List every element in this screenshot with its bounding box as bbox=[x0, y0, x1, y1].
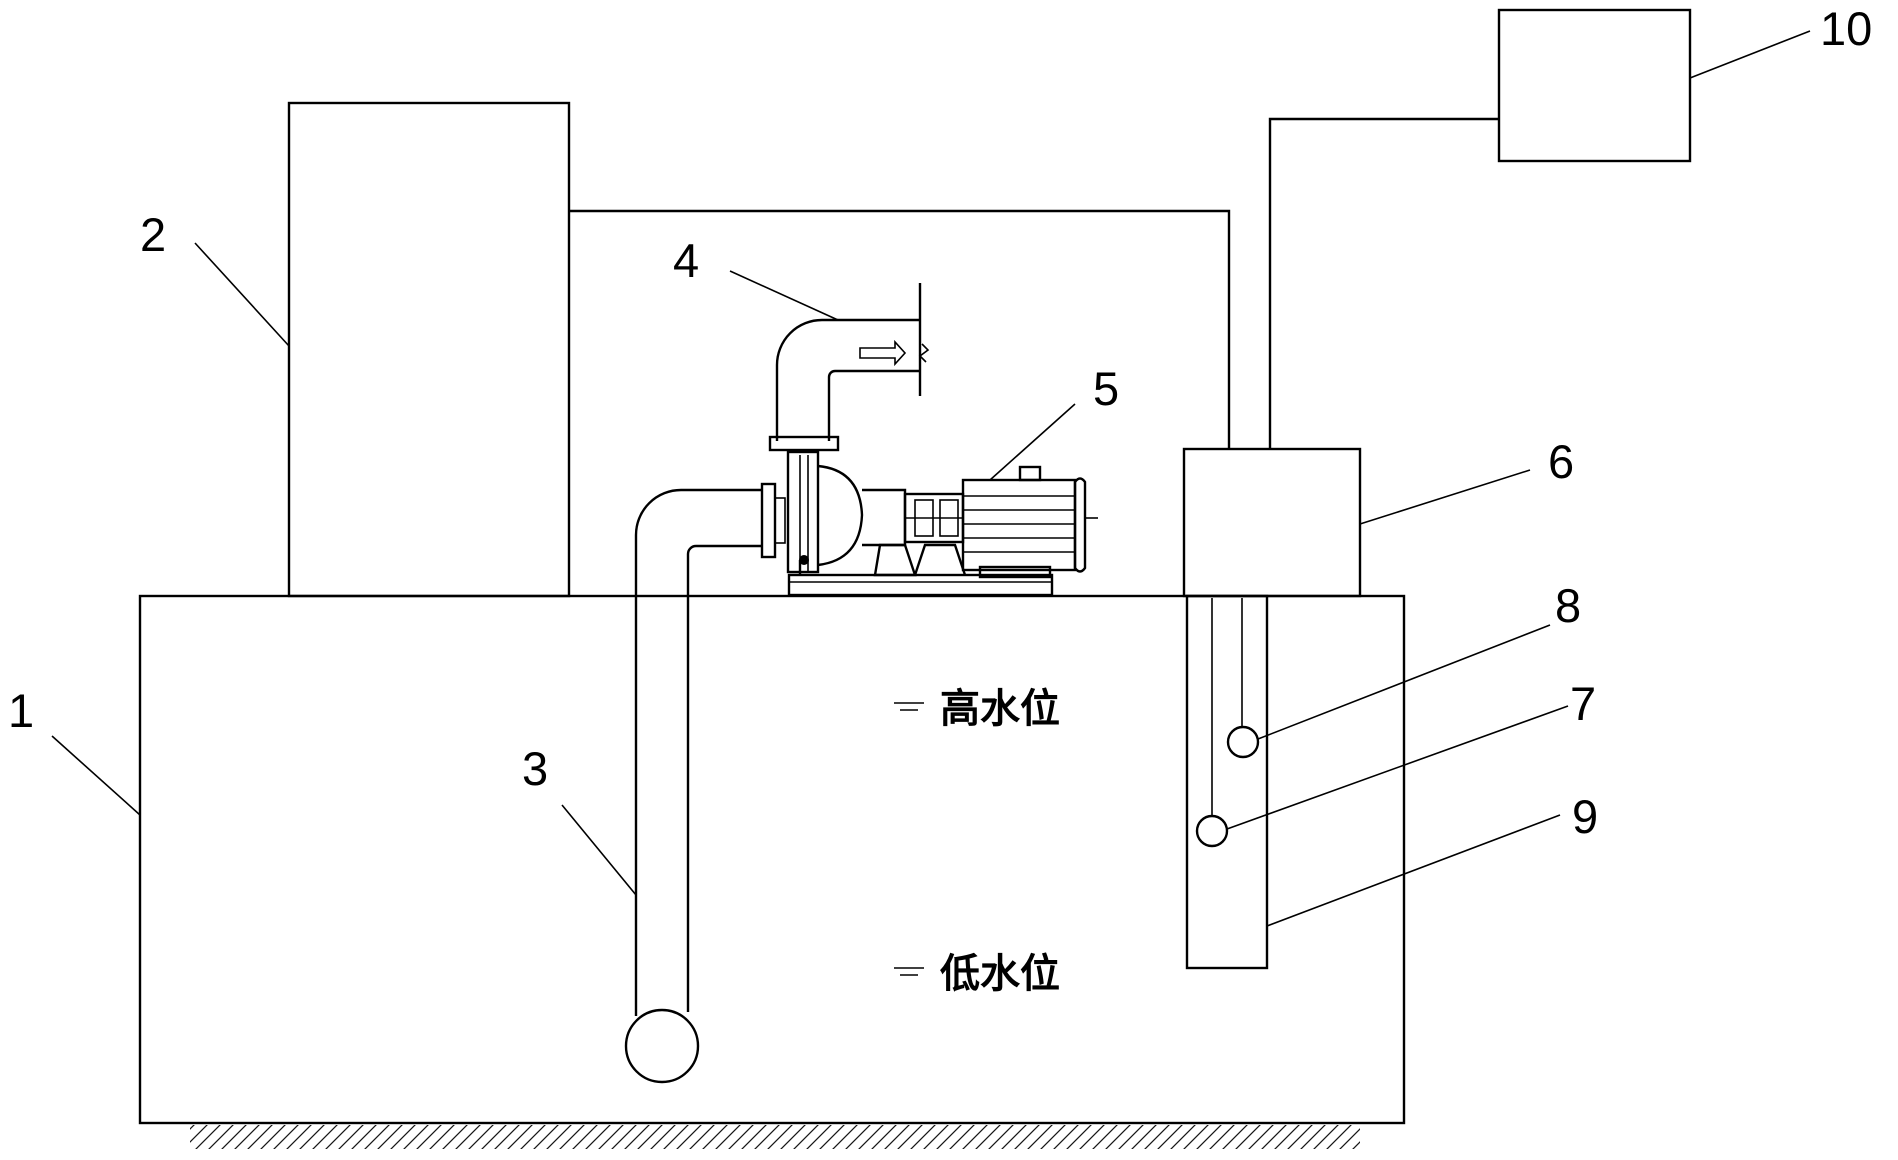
level-controller bbox=[1182, 447, 1362, 598]
leader-4 bbox=[729, 270, 839, 321]
low-water-level-symbol bbox=[894, 967, 924, 976]
label-6: 6 bbox=[1548, 435, 1574, 488]
control-wire-remote bbox=[1268, 117, 1499, 449]
control-wire-cabinet bbox=[569, 209, 1231, 449]
leader-7 bbox=[1226, 705, 1569, 830]
high-water-level-label: 高水位 bbox=[940, 686, 1060, 732]
label-2: 2 bbox=[140, 208, 166, 261]
leader-10 bbox=[1689, 30, 1811, 79]
high-float bbox=[1226, 725, 1260, 759]
low-water-level-label: 低水位 bbox=[940, 951, 1060, 997]
discharge-flange bbox=[768, 435, 840, 452]
high-water-level-symbol bbox=[894, 702, 924, 711]
leader-5 bbox=[989, 403, 1076, 481]
label-8: 8 bbox=[1555, 579, 1581, 632]
leader-2 bbox=[194, 242, 290, 347]
low-float bbox=[1195, 814, 1229, 848]
label-3: 3 bbox=[522, 742, 548, 795]
leader-8 bbox=[1257, 624, 1551, 740]
suction-pipe bbox=[634, 488, 762, 1012]
suction-strainer bbox=[624, 1008, 700, 1084]
flow-arrow bbox=[859, 339, 907, 367]
label-5: 5 bbox=[1093, 362, 1119, 415]
leader-1 bbox=[51, 735, 141, 816]
label-10: 10 bbox=[1820, 2, 1872, 55]
water-tank bbox=[138, 594, 1406, 1125]
label-7: 7 bbox=[1570, 677, 1596, 730]
inlet-flange-2 bbox=[774, 497, 786, 544]
leader-6 bbox=[1359, 469, 1531, 525]
pump-motor-unit bbox=[786, 450, 1098, 597]
cabinet bbox=[287, 101, 571, 598]
leader-9 bbox=[1266, 814, 1561, 927]
discharge-pipe bbox=[775, 318, 920, 441]
label-9: 9 bbox=[1572, 790, 1598, 843]
remote-box bbox=[1497, 8, 1692, 163]
break-mark bbox=[918, 343, 930, 363]
label-1: 1 bbox=[8, 684, 34, 737]
inlet-flange bbox=[760, 482, 777, 559]
float-well bbox=[1185, 594, 1269, 970]
leader-3 bbox=[561, 804, 637, 896]
ground-hatching bbox=[190, 1125, 1360, 1149]
label-4: 4 bbox=[673, 234, 699, 287]
